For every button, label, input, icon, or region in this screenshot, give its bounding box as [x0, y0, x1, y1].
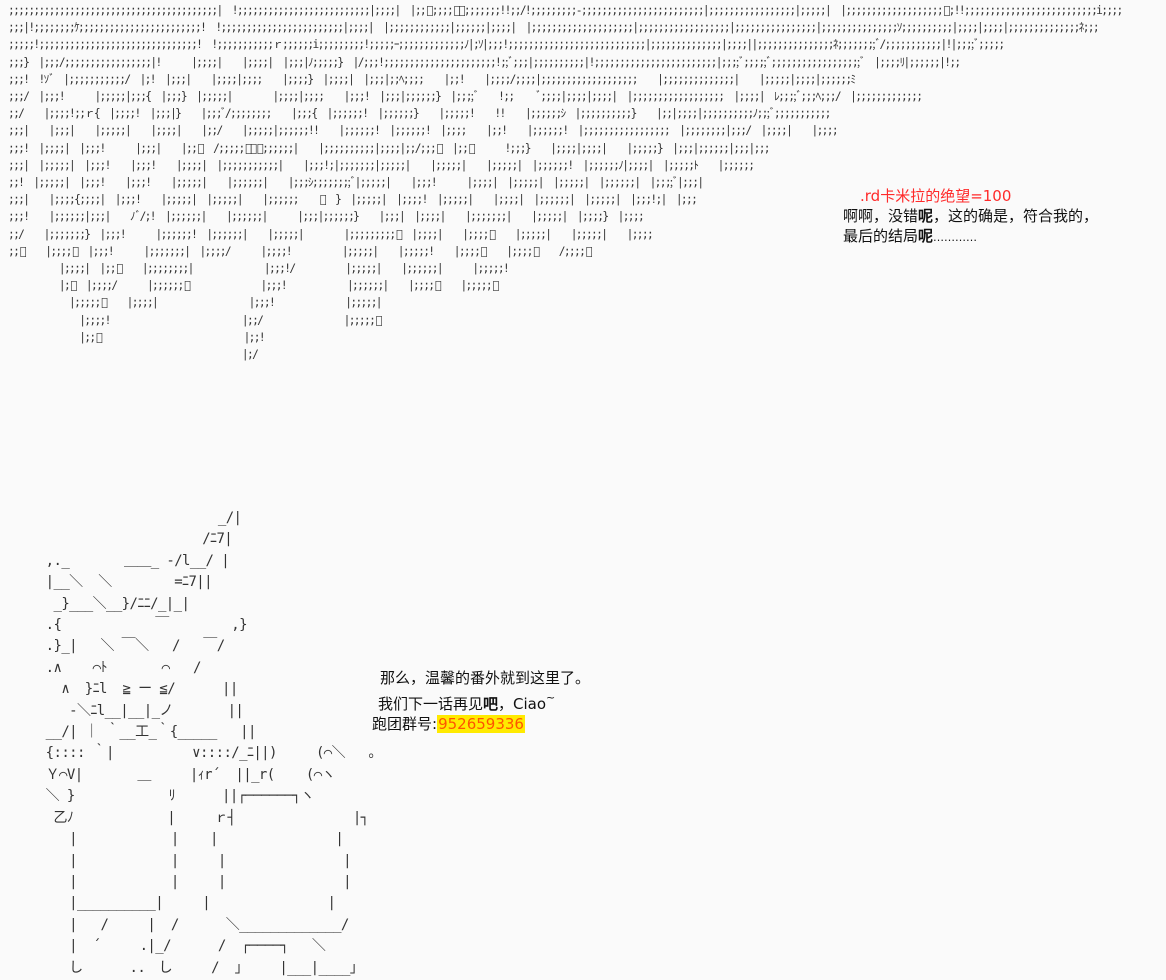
- ascii-art-hair-curtain: ;;;;;;;;;;;;;;;;;;;;;;;;;;;;;;;;;;;;;;;;…: [8, 4, 1123, 362]
- ellipsis: …………: [933, 231, 978, 244]
- dialogue-text: ，这的确是，符合我的，: [933, 207, 1099, 225]
- closing-line-1: 那么，温馨的番外就到这里了。: [380, 669, 591, 687]
- dialogue-bold-word: 呢: [918, 227, 934, 245]
- closing-bold-word: 吧: [483, 695, 499, 713]
- dialogue-line-2: 啊啊，没错呢，这的确是，符合我的，: [843, 206, 1098, 226]
- group-label: 跑团群号:: [372, 715, 438, 733]
- group-number-highlight: 952659336: [437, 715, 525, 733]
- dialogue-text: 啊啊，没错: [843, 207, 919, 225]
- group-line: 跑团群号:952659336: [372, 714, 590, 734]
- dialogue-text: 最后的结局: [843, 227, 919, 245]
- ascii-art-cat-with-pot: _/| /ﾆ7| ,._ ＿＿_ -/l__/ | |__＼ ＼ =ﾆ7|| _…: [45, 510, 376, 976]
- bottom-dialogue: 那么，温馨的番外就到这里了。 我们下一话再见吧，Ciao~ 跑团群号:95265…: [372, 668, 590, 734]
- top-dialogue: .rd卡米拉的绝望=100 啊啊，没错呢，这的确是，符合我的， 最后的结局呢………: [843, 186, 1098, 248]
- tilde-mark: ~: [546, 691, 556, 704]
- closing-text: ，Ciao: [498, 695, 547, 713]
- closing-line-2: 我们下一话再见吧，Ciao~: [372, 688, 590, 714]
- dialogue-line-3: 最后的结局呢…………: [843, 226, 1098, 248]
- closing-text: 我们下一话再见: [378, 695, 484, 713]
- dialogue-bold-word: 呢: [918, 207, 934, 225]
- status-line: .rd卡米拉的绝望=100: [860, 187, 1012, 205]
